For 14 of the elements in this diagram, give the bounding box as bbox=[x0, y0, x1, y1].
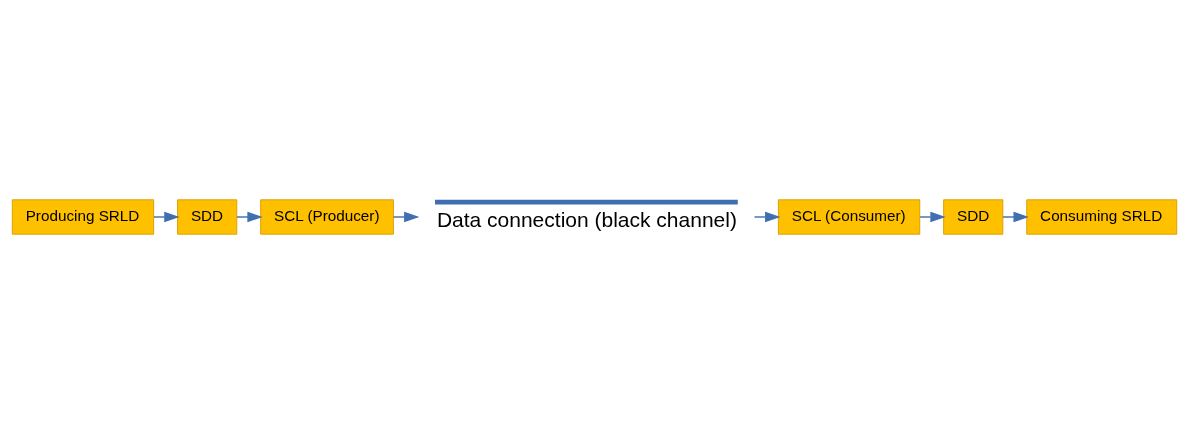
node-box bbox=[435, 199, 738, 205]
arrow bbox=[1002, 211, 1029, 222]
node-box: SDD bbox=[943, 198, 1004, 235]
node-box: Consuming SRLD bbox=[1026, 198, 1178, 235]
arrow bbox=[919, 211, 946, 222]
node-box: SCL (Consumer) bbox=[777, 198, 921, 235]
node-box: SDD bbox=[177, 198, 238, 235]
arrow bbox=[392, 211, 420, 222]
arrow bbox=[236, 211, 263, 222]
node-box: SCL (Producer) bbox=[260, 198, 394, 235]
arrow bbox=[753, 211, 781, 222]
node-box: Producing SRLD bbox=[11, 198, 155, 235]
node-label: Data connection (black channel) bbox=[436, 207, 737, 231]
arrow bbox=[153, 211, 180, 222]
